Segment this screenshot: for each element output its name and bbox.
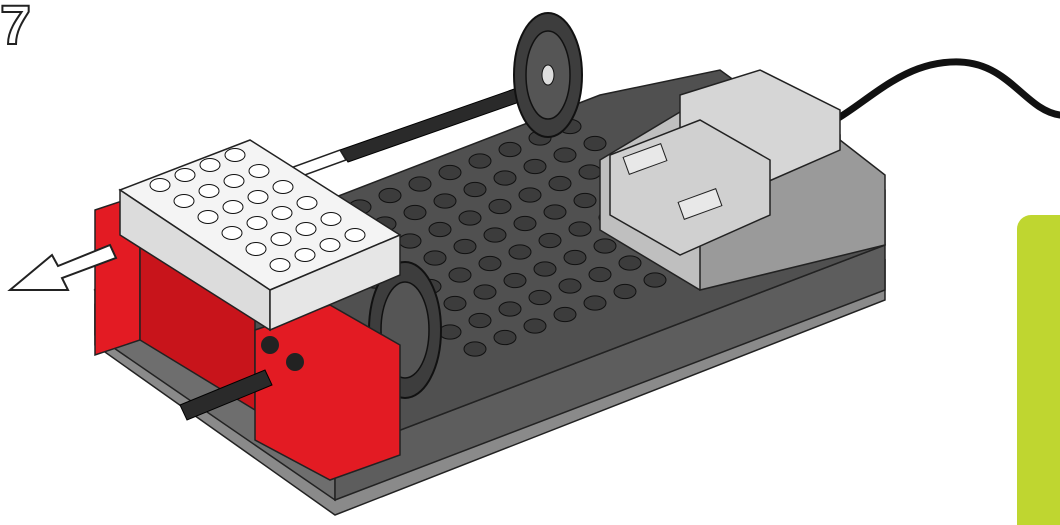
stud bbox=[321, 213, 341, 226]
stud bbox=[444, 296, 466, 310]
stud bbox=[584, 136, 606, 150]
stud bbox=[564, 250, 586, 264]
stud bbox=[499, 302, 521, 316]
stud bbox=[529, 290, 551, 304]
stud bbox=[150, 179, 170, 192]
stud bbox=[459, 211, 481, 225]
stud bbox=[524, 159, 546, 173]
stud bbox=[379, 188, 401, 202]
stud bbox=[569, 222, 591, 236]
stud bbox=[594, 239, 616, 253]
stud bbox=[174, 195, 194, 208]
stud bbox=[469, 313, 491, 327]
stud bbox=[589, 267, 611, 281]
stud bbox=[494, 171, 516, 185]
stud bbox=[272, 207, 292, 220]
stud bbox=[399, 234, 421, 248]
stud bbox=[584, 296, 606, 310]
stud bbox=[544, 205, 566, 219]
stud bbox=[494, 330, 516, 344]
stud bbox=[199, 185, 219, 198]
stud bbox=[579, 165, 601, 179]
stud bbox=[449, 268, 471, 282]
stud bbox=[574, 193, 596, 207]
stud bbox=[619, 256, 641, 270]
stud bbox=[469, 154, 491, 168]
stud bbox=[509, 245, 531, 259]
stud bbox=[614, 284, 636, 298]
stud bbox=[519, 188, 541, 202]
stud bbox=[248, 191, 268, 204]
stud bbox=[273, 181, 293, 194]
stud bbox=[554, 148, 576, 162]
gear-top bbox=[514, 13, 582, 137]
stud bbox=[404, 205, 426, 219]
stud bbox=[489, 199, 511, 213]
stud bbox=[424, 251, 446, 265]
stud bbox=[539, 233, 561, 247]
stud bbox=[439, 325, 461, 339]
stud bbox=[270, 259, 290, 272]
stud bbox=[296, 223, 316, 236]
stud bbox=[223, 201, 243, 214]
stud bbox=[224, 175, 244, 188]
stud bbox=[320, 239, 340, 252]
stud bbox=[514, 216, 536, 230]
stud bbox=[474, 285, 496, 299]
stud bbox=[297, 197, 317, 210]
stud bbox=[524, 319, 546, 333]
stud bbox=[479, 256, 501, 270]
stud bbox=[271, 233, 291, 246]
stud bbox=[499, 142, 521, 156]
stud bbox=[249, 165, 269, 178]
accent-panel bbox=[1017, 215, 1060, 525]
motor-cable bbox=[835, 62, 1060, 120]
step-number: 7 bbox=[0, 0, 29, 57]
stud bbox=[464, 342, 486, 356]
stud bbox=[198, 211, 218, 224]
stud bbox=[644, 273, 666, 287]
stud bbox=[200, 159, 220, 172]
stud bbox=[222, 227, 242, 240]
stud bbox=[484, 228, 506, 242]
stud bbox=[554, 307, 576, 321]
stud bbox=[549, 176, 571, 190]
stud bbox=[429, 222, 451, 236]
stud bbox=[504, 273, 526, 287]
stud bbox=[295, 249, 315, 262]
stud bbox=[464, 182, 486, 196]
stud bbox=[559, 279, 581, 293]
stud bbox=[409, 177, 431, 191]
stud bbox=[247, 217, 267, 230]
stud bbox=[246, 243, 266, 256]
stud bbox=[175, 169, 195, 182]
stud bbox=[345, 229, 365, 242]
stud bbox=[434, 194, 456, 208]
stud bbox=[454, 239, 476, 253]
stud bbox=[439, 165, 461, 179]
stud bbox=[225, 149, 245, 162]
stud bbox=[534, 262, 556, 276]
